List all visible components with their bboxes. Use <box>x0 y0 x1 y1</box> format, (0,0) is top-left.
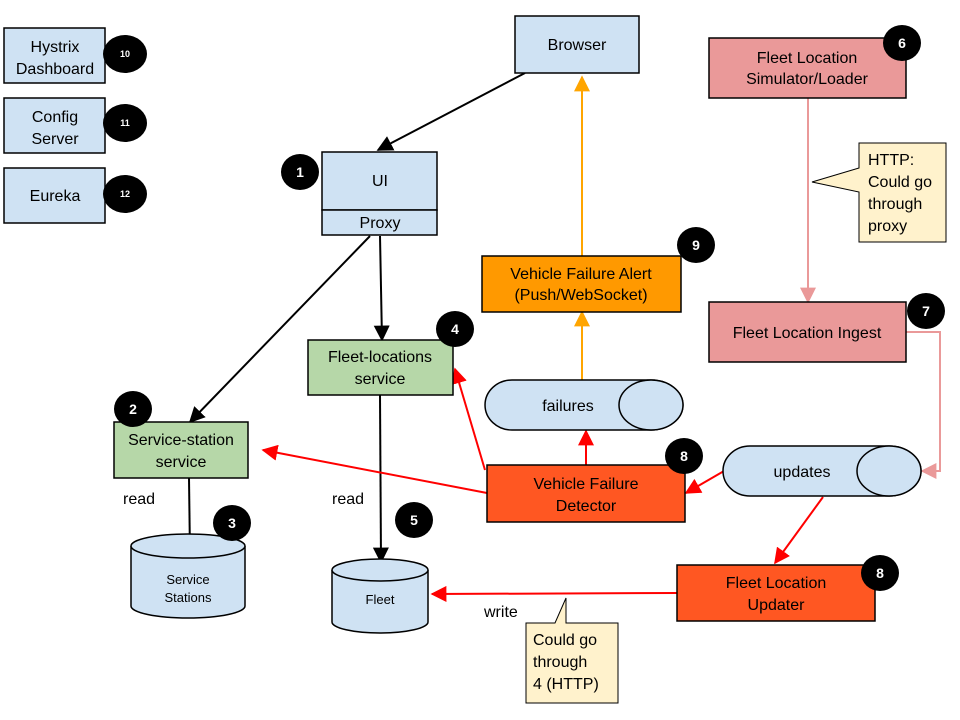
badge-12: 12 <box>103 175 147 213</box>
fleet-simulator-box: Fleet Location Simulator/Loader <box>708 37 907 99</box>
ui-label: UI <box>372 173 388 190</box>
badge-4-text: 4 <box>451 321 459 337</box>
badges: 10 11 12 1 2 3 4 5 <box>103 25 945 591</box>
vehicle-failure-alert-box: Vehicle Failure Alert (Push/WebSocket) <box>481 255 682 313</box>
updater-label-line1: Fleet Location <box>726 575 827 592</box>
badge-8-detector-text: 8 <box>680 448 688 464</box>
failures-label: failures <box>542 398 594 415</box>
badge-11: 11 <box>103 104 147 142</box>
config-server-box: Config Server <box>3 97 106 154</box>
fleet-db-label: Fleet <box>366 592 395 607</box>
edge-proxy-to-fleet-locations <box>373 235 390 342</box>
badge-4: 4 <box>436 311 474 347</box>
badge-8-updater: 8 <box>861 555 899 591</box>
note-proxy-line3: through <box>868 196 922 213</box>
fleet-db: Fleet <box>331 558 429 634</box>
detector-label-line1: Vehicle Failure <box>534 476 639 493</box>
note-proxy-line1: HTTP: <box>868 152 914 169</box>
badge-8-updater-text: 8 <box>876 565 884 581</box>
badge-7-text: 7 <box>922 303 930 319</box>
edges <box>181 72 941 602</box>
badge-9: 9 <box>677 227 715 263</box>
hystrix-label-line2: Dashboard <box>16 61 94 78</box>
read-label-right: read <box>332 491 364 508</box>
vehicle-failure-detector-box: Vehicle Failure Detector <box>486 464 686 523</box>
write-label: write <box>483 604 518 621</box>
updater-label-line2: Updater <box>748 597 806 614</box>
read-label-left: read <box>123 491 155 508</box>
service-station-service-box: Service-station service <box>113 421 249 479</box>
note-proxy-line4: proxy <box>868 218 907 235</box>
eureka-label: Eureka <box>30 188 81 205</box>
badge-1-text: 1 <box>296 164 304 180</box>
service-stations-db: Service Stations <box>130 533 246 619</box>
badge-6: 6 <box>883 25 921 61</box>
proxy-label: Proxy <box>360 215 401 232</box>
note-http-4: Could go through 4 (HTTP) <box>525 597 619 704</box>
edge-detector-to-fleet-locations <box>451 367 486 471</box>
badge-7: 7 <box>907 293 945 329</box>
badge-10-text: 10 <box>120 49 130 59</box>
browser-label: Browser <box>548 37 607 54</box>
config-label-line1: Config <box>32 109 78 126</box>
badge-3-text: 3 <box>228 515 236 531</box>
service-stations-label-line2: Stations <box>165 590 212 605</box>
badge-5: 5 <box>395 502 433 538</box>
simulator-label-line1: Fleet Location <box>757 50 858 67</box>
edge-browser-to-ui <box>376 72 526 151</box>
edge-updater-to-fleet-db <box>430 585 678 602</box>
failures-queue: failures <box>484 379 684 431</box>
detector-label-line2: Detector <box>556 498 617 515</box>
service-station-label-line1: Service-station <box>128 432 234 449</box>
ingest-label: Fleet Location Ingest <box>733 325 882 342</box>
badge-9-text: 9 <box>692 237 700 253</box>
service-stations-label-line1: Service <box>166 572 209 587</box>
config-label-line2: Server <box>31 131 79 148</box>
fleet-locations-label-line2: service <box>355 371 406 388</box>
edge-fleet-locations-to-db <box>372 394 389 564</box>
edge-updates-to-detector <box>684 470 725 494</box>
browser-box: Browser <box>514 15 640 74</box>
note-http4-line3: 4 (HTTP) <box>533 676 599 693</box>
service-station-label-line2: service <box>156 454 207 471</box>
updates-queue: updates <box>722 445 922 497</box>
alert-label-line1: Vehicle Failure Alert <box>510 266 652 283</box>
badge-2: 2 <box>114 391 152 427</box>
badge-12-text: 12 <box>120 189 130 199</box>
badge-1: 1 <box>281 154 319 190</box>
hystrix-dashboard-box: Hystrix Dashboard <box>3 27 106 84</box>
fleet-locations-service-box: Fleet-locations service <box>307 339 454 396</box>
badge-6-text: 6 <box>898 35 906 51</box>
edge-detector-to-service-station <box>261 444 488 494</box>
edge-ingest-to-updates <box>906 331 941 479</box>
fleet-locations-label-line1: Fleet-locations <box>328 349 432 366</box>
badge-11-text: 11 <box>120 118 130 128</box>
updates-label: updates <box>774 464 831 481</box>
badge-2-text: 2 <box>129 401 137 417</box>
fleet-updater-box: Fleet Location Updater <box>676 564 876 622</box>
badge-10: 10 <box>103 35 147 73</box>
ui-proxy-box: UI Proxy <box>321 151 438 236</box>
simulator-label-line2: Simulator/Loader <box>746 71 869 88</box>
note-http4-line2: through <box>533 654 587 671</box>
badge-3: 3 <box>213 505 251 541</box>
hystrix-label-line1: Hystrix <box>31 39 80 56</box>
note-http4-line1: Could go <box>533 632 597 649</box>
badge-5-text: 5 <box>410 512 418 528</box>
eureka-box: Eureka <box>3 167 106 224</box>
alert-label-line2: (Push/WebSocket) <box>514 287 647 304</box>
badge-8-detector: 8 <box>665 438 703 474</box>
note-proxy-line2: Could go <box>868 174 932 191</box>
edge-updates-to-updater <box>774 496 824 565</box>
fleet-ingest-box: Fleet Location Ingest <box>708 301 907 363</box>
note-http-proxy: HTTP: Could go through proxy <box>811 142 947 243</box>
edge-proxy-to-service-station <box>188 235 371 424</box>
